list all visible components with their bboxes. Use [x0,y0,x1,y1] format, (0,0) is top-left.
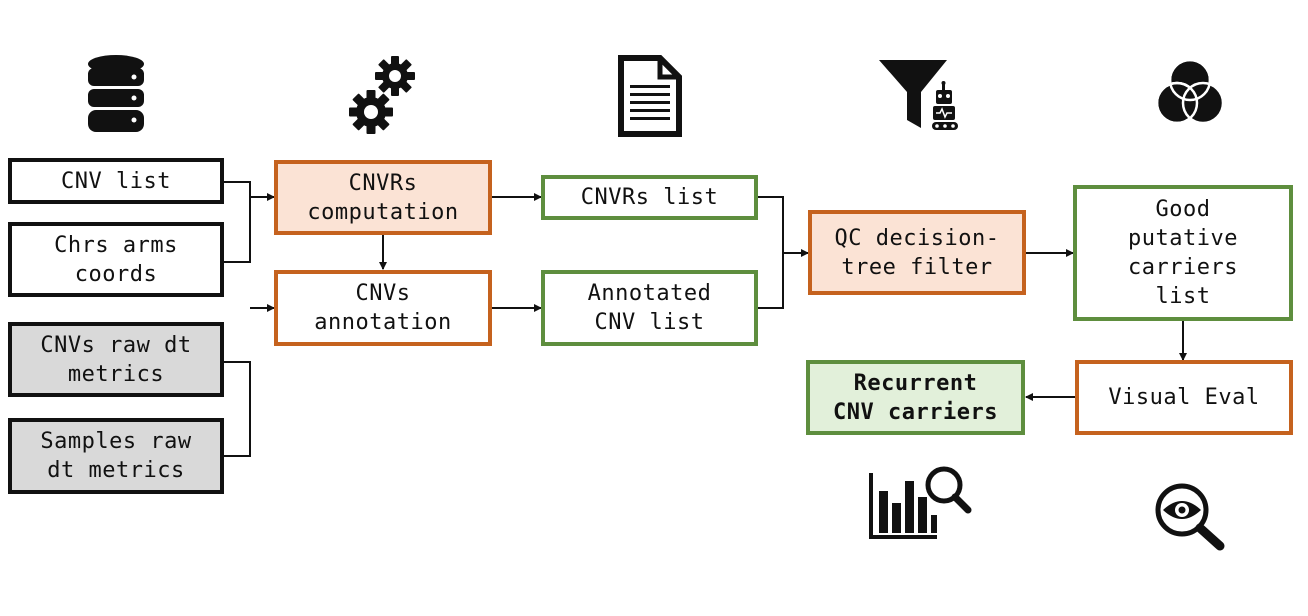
visual-eval-box: Visual Eval [1075,360,1293,435]
samples-raw-metrics-box: Samples raw dt metrics [8,418,224,494]
cnvs-annotation-box: CNVs annotation [274,270,492,346]
venn-icon [1155,58,1225,125]
annotated-cnv-list-box: Annotated CNV list [541,270,758,346]
chart-search-icon [869,466,972,539]
database-icon [88,55,144,132]
cnvs-raw-metrics-box: CNVs raw dt metrics [8,322,224,397]
gears-icon [349,56,415,134]
qc-decision-tree-filter-box: QC decision- tree filter [808,210,1026,295]
cnv-list-box: CNV list [8,158,224,204]
cnvrs-computation-box: CNVRs computation [274,160,492,235]
document-icon [618,55,682,137]
recurrent-cnv-carriers-box: Recurrent CNV carriers [806,360,1025,435]
good-putative-carriers-box: Good putative carriers list [1073,185,1293,321]
filter-robot-icon [879,60,958,130]
eye-search-icon [1155,483,1225,551]
chrs-arms-coords-box: Chrs arms coords [8,222,224,297]
cnvrs-list-box: CNVRs list [541,175,758,220]
